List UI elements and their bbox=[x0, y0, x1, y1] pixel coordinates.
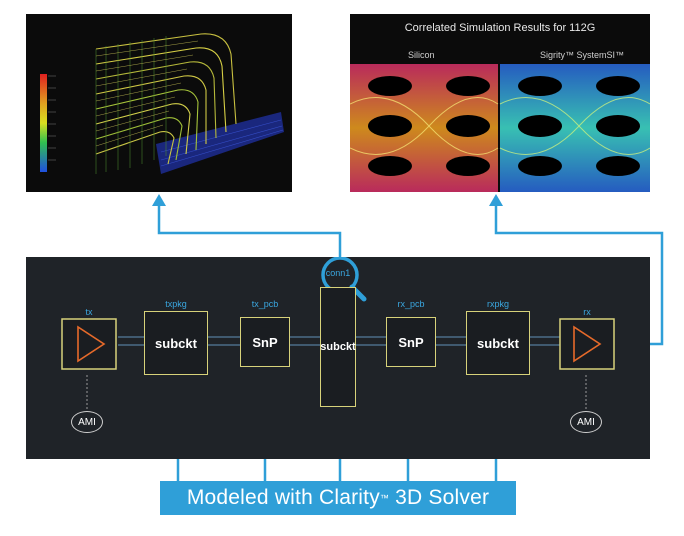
rx-pcb-snp-block[interactable]: SnP bbox=[386, 317, 436, 367]
banner-tm: ™ bbox=[379, 493, 390, 503]
banner-tail: 3D Solver bbox=[389, 486, 490, 509]
conn1-subckt-block[interactable]: subckt bbox=[320, 287, 356, 407]
ami-right[interactable]: AMI bbox=[570, 411, 602, 433]
rx-block bbox=[559, 318, 615, 370]
tx-label: tx bbox=[85, 307, 93, 317]
ami-left[interactable]: AMI bbox=[71, 411, 103, 433]
3d-model-graphic bbox=[40, 33, 284, 174]
rx-label: rx bbox=[583, 307, 591, 317]
sigrity-label: Sigrity™ SystemSI™ bbox=[540, 50, 625, 60]
rxpkg-subckt-block[interactable]: subckt bbox=[466, 311, 530, 375]
color-scale-bar bbox=[40, 74, 47, 172]
banner-text: Modeled with Clarity bbox=[186, 486, 380, 509]
txpkg-subckt-block[interactable]: subckt bbox=[144, 311, 208, 375]
conn1-label: conn1 bbox=[325, 268, 351, 278]
rxpkg-label: rxpkg bbox=[486, 299, 509, 309]
tx-pcb-label: tx_pcb bbox=[251, 299, 279, 309]
rx-pcb-label: rx_pcb bbox=[397, 299, 425, 309]
tx-block bbox=[61, 318, 117, 370]
txpkg-label: txpkg bbox=[165, 299, 187, 309]
eye-diagrams-graphic bbox=[350, 64, 650, 192]
field-solver-3d-view bbox=[26, 14, 292, 192]
eye-diagram-panel: Correlated Simulation Results for 112G S… bbox=[350, 14, 650, 192]
tx-pcb-snp-block[interactable]: SnP bbox=[240, 317, 290, 367]
silicon-label: Silicon bbox=[408, 50, 435, 60]
tx-amplifier-icon bbox=[77, 325, 106, 363]
schematic-wiring bbox=[61, 257, 615, 409]
channel-schematic: tx txpkg tx_pcb conn1 rx_pcb rxpkg rx su… bbox=[26, 257, 650, 459]
rx-amplifier-icon bbox=[573, 325, 602, 363]
eye-panel-title: Correlated Simulation Results for 112G bbox=[404, 22, 596, 34]
